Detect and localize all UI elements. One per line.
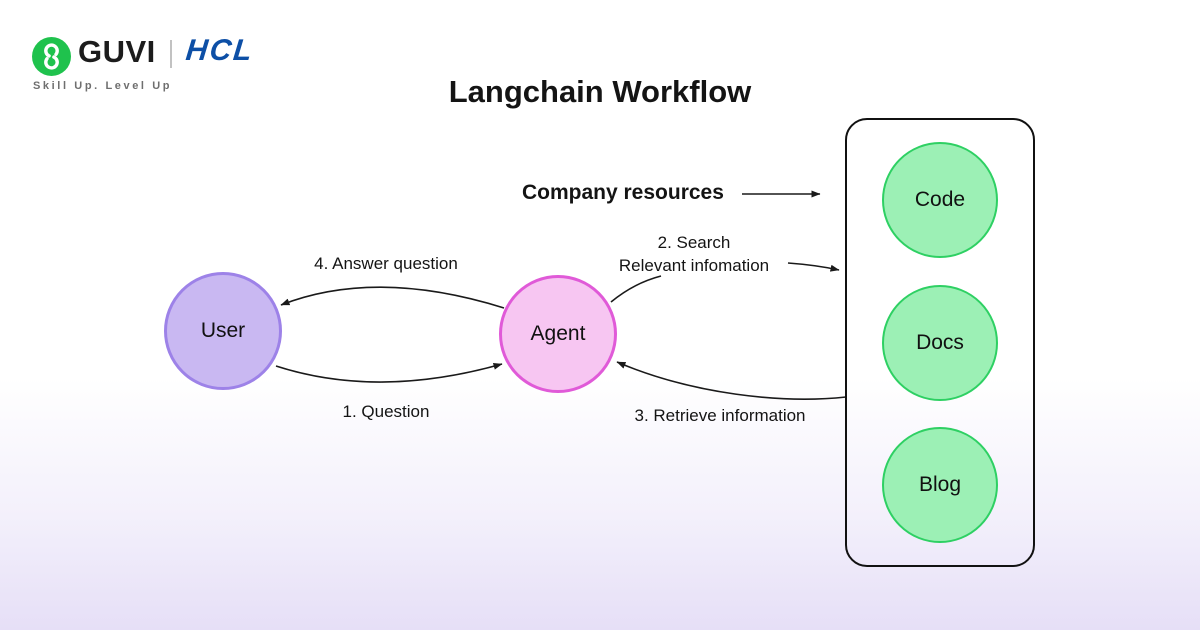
user-node-label: User: [200, 319, 246, 342]
resource-node-code: Code: [882, 142, 998, 258]
agent-node-label: Agent: [530, 322, 586, 345]
resource-node-label: Docs: [916, 331, 964, 354]
hcl-wordmark: HCL: [184, 34, 256, 67]
user-node: User: [164, 272, 282, 390]
guvi-logo-icon: [32, 37, 71, 76]
guvi-wordmark: GUVI: [78, 34, 156, 69]
page-title: Langchain Workflow: [448, 74, 752, 109]
step2-line1: 2. Search: [657, 233, 731, 252]
logo-divider: [170, 40, 172, 68]
resource-node-label: Code: [914, 188, 966, 211]
agent-node: Agent: [499, 275, 617, 393]
brand-tagline: Skill Up. Level Up: [33, 80, 173, 92]
arrow-search-from-agent: [610, 275, 662, 303]
arrow-search-to-resources: [787, 262, 840, 272]
arrow-answer-question: [280, 286, 505, 309]
company-resources-label: Company resources: [522, 181, 724, 204]
step2-search-label: 2. Search Relevant infomation: [598, 231, 790, 277]
step1-question-label: 1. Question: [342, 402, 430, 421]
company-resources-container: [845, 118, 1035, 567]
resource-node-docs: Docs: [882, 285, 998, 401]
step2-line2: Relevant infomation: [618, 256, 770, 275]
arrow-question: [275, 362, 503, 383]
resource-node-label: Blog: [918, 473, 962, 496]
step3-retrieve-label: 3. Retrieve information: [634, 406, 806, 425]
step4-answer-label: 4. Answer question: [314, 254, 458, 273]
resource-node-blog: Blog: [882, 427, 998, 543]
arrow-retrieve-information: [616, 361, 847, 400]
